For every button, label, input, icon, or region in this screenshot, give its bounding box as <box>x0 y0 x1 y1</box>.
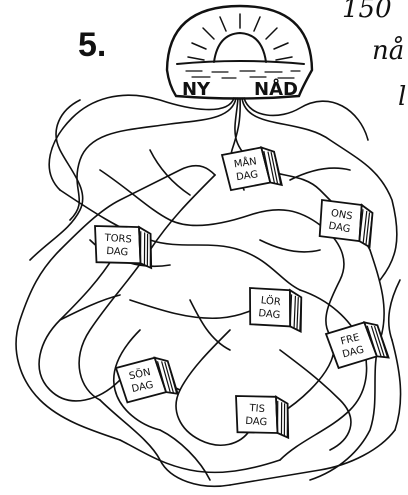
day-book-son: SÖN DAG <box>114 356 179 404</box>
day-label-tis-2: DAG <box>245 416 268 429</box>
item-number: 5. <box>78 26 107 64</box>
day-label-son-1: SÖN <box>128 365 152 382</box>
sunrise-dome <box>165 4 314 100</box>
day-label-ons-2: DAG <box>328 221 352 236</box>
day-label-fre-1: FRE <box>340 332 361 347</box>
day-book-man: MÅN DAG <box>220 146 283 192</box>
day-book-fre: FRE DAG <box>324 321 390 370</box>
day-label-man-1: MÅN <box>233 154 258 170</box>
cut-off-text-2: nå <box>372 36 405 66</box>
cut-off-text-1: 150 <box>342 0 392 24</box>
sun-label-right: NÅD <box>254 77 298 100</box>
day-label-tors-2: DAG <box>106 246 129 259</box>
day-label-tors-1: TORS <box>103 233 132 246</box>
day-book-ons: ONS DAG <box>318 198 374 249</box>
day-book-tis: TIS DAG <box>235 395 290 440</box>
cut-off-text-3: l <box>398 82 407 112</box>
day-label-lor-2: DAG <box>258 308 281 321</box>
day-label-son-2: DAG <box>131 380 155 395</box>
tangled-paths <box>15 94 402 488</box>
day-book-lor: LÖR DAG <box>249 287 303 333</box>
day-label-fre-2: DAG <box>341 344 365 360</box>
sun-label-left: NY <box>182 79 211 100</box>
day-label-tis-1: TIS <box>248 403 265 415</box>
day-label-ons-1: ONS <box>330 208 353 223</box>
day-book-tors: TORS DAG <box>94 225 153 270</box>
day-label-man-2: DAG <box>236 169 259 183</box>
day-label-lor-1: LÖR <box>260 293 281 308</box>
